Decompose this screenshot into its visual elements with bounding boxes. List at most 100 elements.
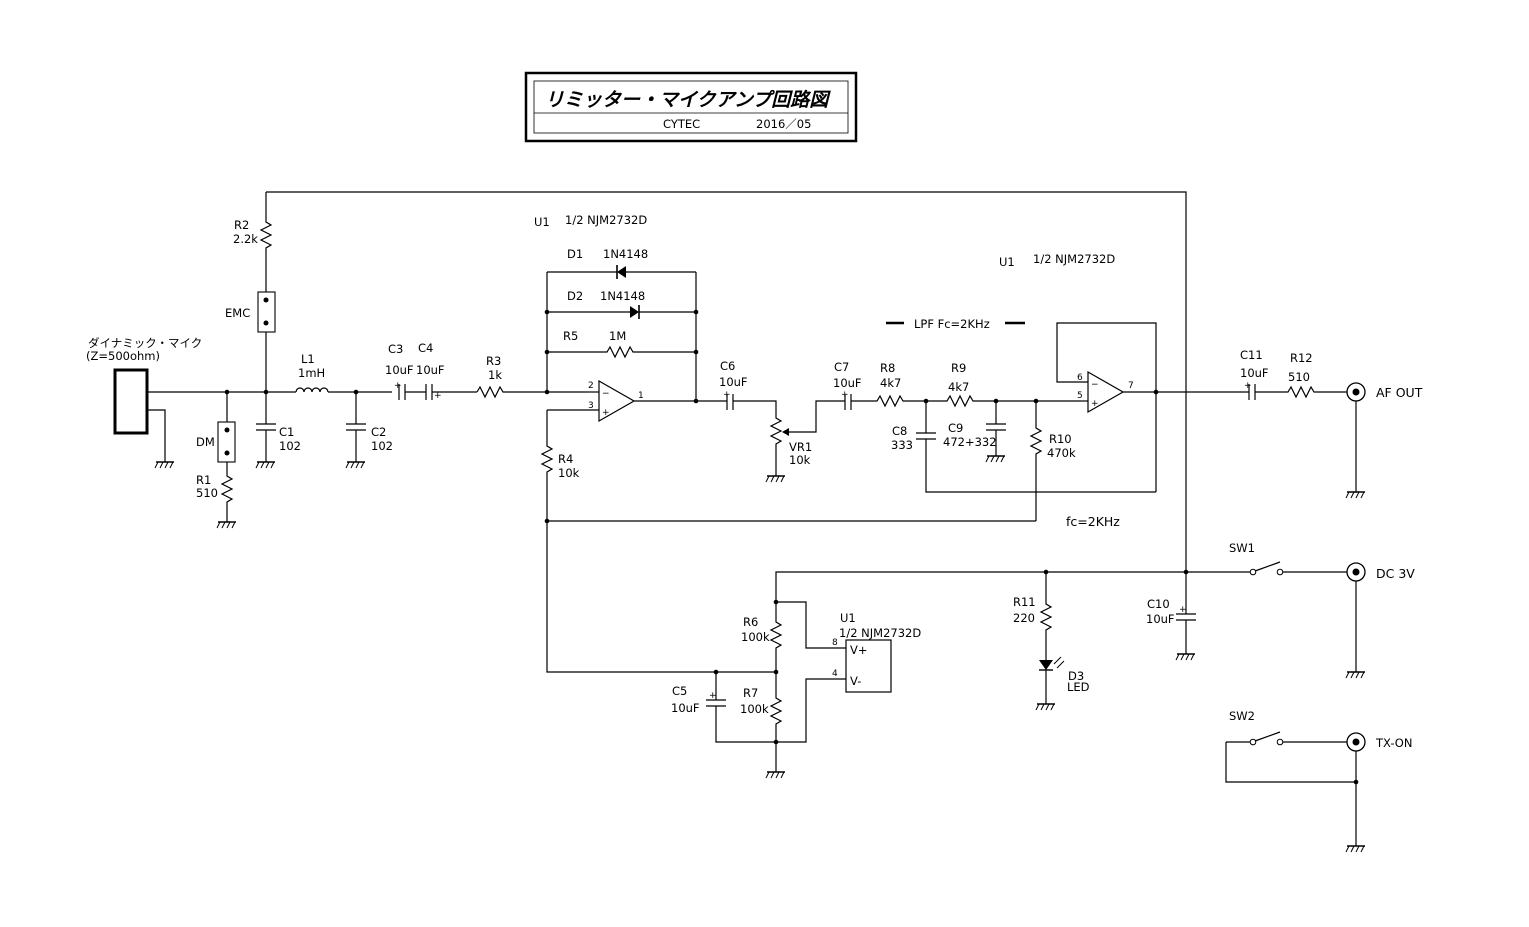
c3-value: 10uF xyxy=(385,363,414,377)
sw2-ref: SW2 xyxy=(1229,709,1255,723)
svg-text:+: + xyxy=(1091,399,1099,409)
r7-value: 100k xyxy=(740,702,769,716)
c9-value: 472+332 xyxy=(943,435,997,449)
mic-symbol xyxy=(113,368,149,435)
r3-resistor: R3 1k xyxy=(476,354,587,399)
svg-text:+: + xyxy=(394,381,402,391)
power-pin-8: 8 xyxy=(832,638,838,648)
r3-ref: R3 xyxy=(486,354,501,368)
mic-label: ダイナミック・マイク xyxy=(88,336,202,350)
drawing-date: 2016／05 xyxy=(756,117,811,131)
c7-value: 10uF xyxy=(833,376,862,390)
r4-resistor: R4 10k xyxy=(540,410,1036,673)
r3-value: 1k xyxy=(488,368,502,382)
c3-ref: C3 xyxy=(388,342,403,356)
d1-value: 1N4148 xyxy=(603,247,648,261)
bias-divider: + R6 100k R7 100k C5 10uF xyxy=(671,599,846,779)
c5-value: 10uF xyxy=(671,701,700,715)
r11-ref: R11 xyxy=(1013,595,1036,609)
opamp-b-part: 1/2 NJM2732D xyxy=(1033,252,1115,266)
opamp-b-ref: U1 xyxy=(999,255,1015,269)
c2-ref: C2 xyxy=(371,425,386,439)
af-output: + C11 10uF R12 510 AF OUT xyxy=(1240,348,1423,499)
dm-network: DM R1 510 xyxy=(196,392,237,529)
c11-ref: C11 xyxy=(1240,348,1263,362)
r6-ref: R6 xyxy=(743,615,758,629)
mic-impedance: (Z=500ohm) xyxy=(86,349,160,363)
opamp-power-part: 1/2 NJM2732D xyxy=(839,626,921,640)
c7-ref: C7 xyxy=(834,360,849,374)
c8-ref: C8 xyxy=(892,424,907,438)
af-out-label: AF OUT xyxy=(1376,385,1423,400)
svg-text:−: − xyxy=(1091,380,1099,390)
emc-label: EMC xyxy=(225,306,250,320)
c6-value: 10uF xyxy=(719,375,748,389)
r4-ref: R4 xyxy=(558,452,573,466)
r5-ref: R5 xyxy=(563,329,578,343)
opamp-b: − + 6 5 7 U1 1/2 NJM2732D xyxy=(999,252,1249,492)
title-block: リミッター・マイクアンプ回路図 CYTEC 2016／05 xyxy=(524,71,858,143)
c6-vr1: + C6 10uF VR1 10k xyxy=(719,359,845,483)
d2-value: 1N4148 xyxy=(600,289,645,303)
mic-section: ダイナミック・マイク (Z=500ohm) xyxy=(86,336,296,469)
opamp-b-pin-6: 6 xyxy=(1077,373,1083,383)
c10-ref: C10 xyxy=(1147,597,1170,611)
company-name: CYTEC xyxy=(663,117,700,131)
c7-capacitor: + C7 10uF xyxy=(833,360,862,410)
dc-label: DC 3V xyxy=(1376,566,1415,581)
r2-value: 2.2k xyxy=(233,232,258,246)
sw1-ref: SW1 xyxy=(1229,541,1255,555)
opamp-b-pin-7: 7 xyxy=(1128,381,1134,391)
lpf-network: LPF Fc=2KHz R8 4k7 R9 4k7 C8 333 C9 472+… xyxy=(851,317,1156,529)
c10-capacitor: + C10 10uF xyxy=(1146,572,1196,661)
r9-ref: R9 xyxy=(951,361,966,375)
power-pin-4: 4 xyxy=(832,669,838,679)
l1-value: 1mH xyxy=(298,366,325,380)
svg-text:+: + xyxy=(602,408,610,418)
svg-text:+: + xyxy=(709,691,717,701)
vr1-value: 10k xyxy=(789,453,811,467)
r5-value: 1M xyxy=(609,329,626,343)
emc-network: R2 2.2k EMC C1 102 xyxy=(225,192,301,469)
power-rail: SW1 DC 3V xyxy=(266,191,1415,679)
tx-switch: SW2 TX-ON xyxy=(1225,709,1412,853)
d1-ref: D1 xyxy=(567,247,583,261)
r1-ref: R1 xyxy=(196,473,211,487)
r9-value: 4k7 xyxy=(948,380,969,394)
c1-ref: C1 xyxy=(279,425,294,439)
c3-c4-capacitors: + + C3 10uF C4 10uF xyxy=(385,341,477,401)
svg-text:+: + xyxy=(841,390,849,400)
c4-value: 10uF xyxy=(416,363,445,377)
vminus-label: V- xyxy=(850,674,861,688)
r7-ref: R7 xyxy=(743,686,758,700)
c2-value: 102 xyxy=(371,439,393,453)
svg-text:+: + xyxy=(434,391,442,401)
c1-value: 102 xyxy=(279,439,301,453)
vr1-ref: VR1 xyxy=(789,440,812,454)
c2-capacitor: C2 102 xyxy=(345,392,393,469)
fc-label: fc=2KHz xyxy=(1066,514,1120,529)
r10-value: 470k xyxy=(1047,446,1076,460)
c8-value: 333 xyxy=(891,438,913,452)
opamp-a-pin-3: 3 xyxy=(588,401,594,411)
r11-value: 220 xyxy=(1013,611,1035,625)
opamp-a-part: 1/2 NJM2732D xyxy=(565,213,647,227)
r8-value: 4k7 xyxy=(880,376,901,390)
d3-ref: D3 xyxy=(1068,669,1084,683)
c11-value: 10uF xyxy=(1240,366,1269,380)
svg-text:+: + xyxy=(723,390,731,400)
svg-text:+: + xyxy=(1179,605,1187,615)
svg-text:−: − xyxy=(602,389,610,399)
d3-value: LED xyxy=(1067,680,1090,694)
schematic-title: リミッター・マイクアンプ回路図 xyxy=(545,89,831,111)
l1-ref: L1 xyxy=(301,352,315,366)
opamp-power-block: V+ V- 8 4 U1 1/2 NJM2732D xyxy=(832,611,921,693)
tx-label: TX-ON xyxy=(1375,736,1412,750)
opamp-power-ref: U1 xyxy=(840,611,856,625)
r4-value: 10k xyxy=(558,466,580,480)
opamp-b-pin-5: 5 xyxy=(1077,391,1083,401)
c9-ref: C9 xyxy=(948,421,963,435)
vplus-label: V+ xyxy=(850,643,868,657)
r12-value: 510 xyxy=(1288,370,1310,384)
limiter-feedback: D1 1N4148 D2 1N4148 R5 1M xyxy=(544,247,699,404)
